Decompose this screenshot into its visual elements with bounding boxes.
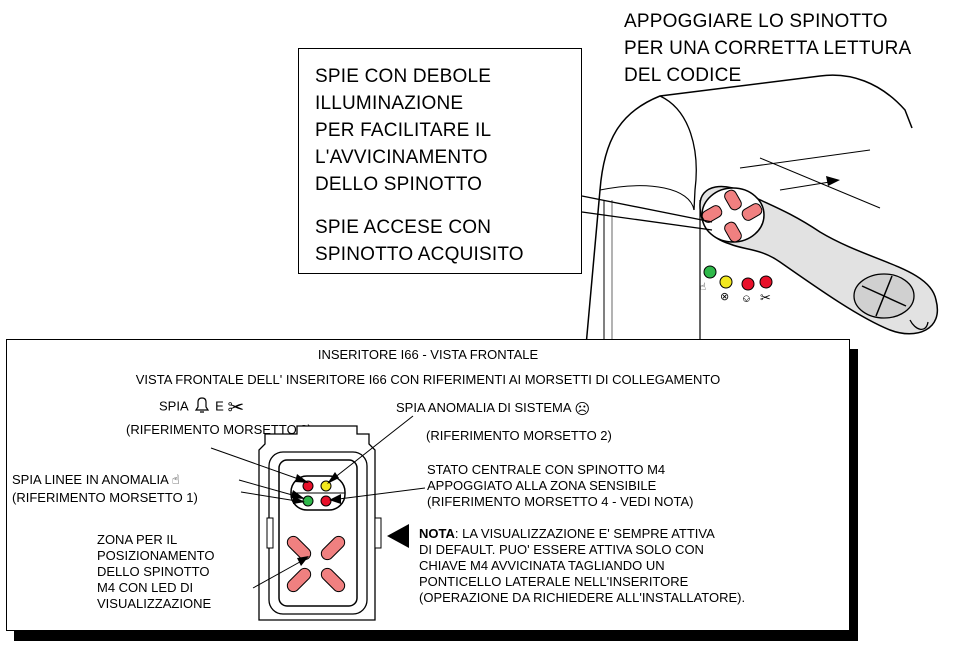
- sad-face-icon: ☹: [574, 399, 591, 418]
- svg-text:⎉: ⎉: [742, 292, 751, 305]
- nota-line: (OPERAZIONE DA RICHIEDERE ALL'INSTALLATO…: [419, 590, 746, 605]
- callout-line: L'AVVICINAMENTO: [315, 147, 488, 168]
- callout-line: PER FACILITARE IL: [315, 120, 492, 141]
- spia-bell-prefix: SPIA: [159, 398, 188, 414]
- spia-linee-text: SPIA LINEE IN ANOMALIA: [12, 472, 169, 487]
- zona-line: VISUALIZZAZIONE: [97, 596, 212, 611]
- inseritore-drawing: [210, 415, 426, 621]
- spia-bell-ref: (RIFERIMENTO MORSETTO 3): [126, 422, 312, 437]
- callout-line: ILLUMINAZIONE: [315, 93, 464, 114]
- zona-line: POSIZIONAMENTO: [97, 548, 215, 563]
- callout-line: SPIE ACCESE CON: [315, 217, 492, 238]
- nota-bold: NOTA: [419, 526, 455, 541]
- panel-subtitle: VISTA FRONTALE DELL' INSERITORE I66 CON …: [135, 372, 721, 387]
- stato-line: APPOGGIATO ALLA ZONA SENSIBILE: [427, 478, 657, 493]
- zona-line: DELLO SPINOTTO: [97, 564, 210, 579]
- callout-line: DELLO SPINOTTO: [315, 174, 483, 195]
- stato-centrale: STATO CENTRALE CON SPINOTTO M4 APPOGGIAT…: [427, 462, 694, 510]
- zona-line: ZONA PER IL: [97, 532, 178, 547]
- stato-line: STATO CENTRALE CON SPINOTTO M4: [427, 462, 666, 477]
- spia-anomalia-text: SPIA ANOMALIA DI SISTEMA: [396, 400, 571, 415]
- spia-anomalia-ref: (RIFERIMENTO MORSETTO 2): [426, 428, 612, 443]
- svg-text:⊗: ⊗: [720, 290, 729, 303]
- svg-text:☝: ☝: [700, 282, 706, 293]
- callout-box: SPIE CON DEBOLE ILLUMINAZIONE PER FACILI…: [298, 48, 582, 274]
- callout-line: SPINOTTO ACQUISITO: [315, 244, 524, 265]
- nota-line: CHIAVE M4 AVVICINATA TAGLIANDO UN: [419, 558, 665, 573]
- spia-bell-conj: E: [215, 398, 224, 414]
- front-view-panel: INSERITORE I66 - VISTA FRONTALE VISTA FR…: [6, 339, 850, 631]
- nota-line: DI DEFAULT. PUO' ESSERE ATTIVA SOLO CON: [419, 542, 704, 557]
- scissors-icon: ✂: [227, 395, 245, 419]
- nota-text: NOTA: LA VISUALIZZAZIONE E' SEMPRE ATTIV…: [419, 526, 745, 606]
- spia-linee-label: SPIA LINEE IN ANOMALIA ☝: [12, 472, 180, 489]
- top-note-line: APPOGGIARE LO SPINOTTO: [624, 11, 888, 32]
- svg-text:✂: ✂: [760, 291, 771, 306]
- callout-line: SPIE CON DEBOLE: [315, 66, 492, 87]
- panel-title: INSERITORE I66 - VISTA FRONTALE: [317, 347, 539, 362]
- spia-bell-label: SPIA E ✂: [159, 396, 244, 418]
- top-note-line: PER UNA CORRETTA LETTURA: [624, 38, 912, 59]
- spia-linee-ref: (RIFERIMENTO MORSETTO 1): [12, 490, 198, 505]
- nota-line: : LA VISUALIZZAZIONE E' SEMPRE ATTIVA: [454, 526, 715, 541]
- nota-line: PONTICELLO LATERALE NELL'INSERITORE: [419, 574, 689, 589]
- zona-line: M4 CON LED DI: [97, 580, 194, 595]
- top-note: APPOGGIARE LO SPINOTTO PER UNA CORRETTA …: [624, 8, 911, 89]
- bell-icon: [192, 396, 212, 418]
- top-note-line: DEL CODICE: [624, 65, 742, 86]
- device-illustration: ☝ ⊗ ⎉ ✂: [581, 74, 939, 346]
- zona-label: ZONA PER IL POSIZIONAMENTO DELLO SPINOTT…: [97, 532, 215, 612]
- spia-anomalia-label: SPIA ANOMALIA DI SISTEMA ☹: [396, 400, 590, 417]
- stato-line: (RIFERIMENTO MORSETTO 4 - VEDI NOTA): [427, 494, 694, 509]
- hand-icon: ☝: [171, 472, 180, 488]
